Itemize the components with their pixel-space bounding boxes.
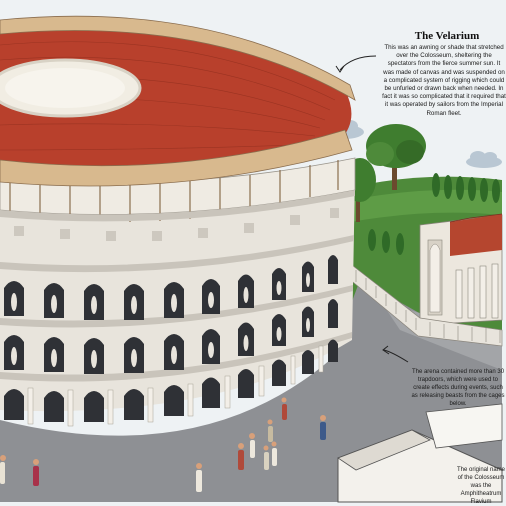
arena-arrowhead [382,345,390,355]
tree-large [366,124,426,190]
arena-description: The arena contained more than 30 trapdoo… [411,369,505,407]
velarium-arrowhead [335,65,345,73]
figure-blue [320,415,326,440]
velarium-fringe [0,129,353,187]
columns [27,345,324,427]
velarium-title: The Velarium [414,30,480,42]
arena-arrow [383,349,409,363]
velarium-seams [0,41,336,151]
figure-center [196,463,202,492]
cloud-right [466,151,502,168]
statues-tier-2 [11,318,310,368]
velarium-arrow [339,55,377,71]
grass-highlight [350,189,502,222]
foreground-building [337,403,503,503]
opening-inner [5,68,125,108]
upper-windows [14,208,339,241]
figure-red [33,459,39,486]
original-name-note: The original name of the Colosseum was t… [456,467,506,505]
temple-building [419,213,503,326]
cornice-1 [0,190,355,222]
velarium-rim [0,15,356,101]
figure-group [263,397,287,470]
note-card [425,403,503,449]
cypress-row [432,173,500,203]
figure-left [0,455,6,484]
figure-pair [238,433,255,470]
cornice-4 [0,332,352,382]
temple-roof [450,214,502,256]
tree-small-row [368,229,404,255]
cornice-3 [0,285,353,328]
arches-tier-1 [4,255,338,320]
cornice-2 [0,235,354,273]
statues-tier-1 [11,273,310,314]
arches-ground-tier [4,339,338,422]
crowd-figures [0,397,326,492]
colosseum [0,15,356,427]
arches-tier-2 [4,299,338,374]
velarium-description: This was an awning or shade that stretch… [382,44,506,117]
